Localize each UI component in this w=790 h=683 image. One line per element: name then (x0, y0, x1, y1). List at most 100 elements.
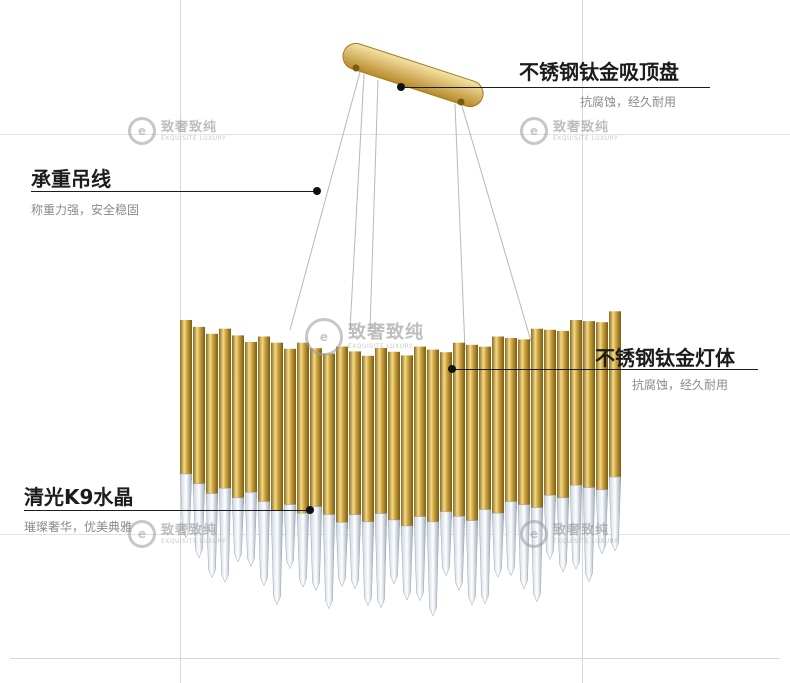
crystal-prism (374, 513, 388, 609)
gold-ribbon (284, 348, 296, 511)
gold-ribbon (245, 342, 257, 499)
crystal-prism (244, 492, 258, 567)
crystal-prism (296, 512, 310, 588)
watermark-en: EXQUISITE LUXURY (348, 343, 414, 350)
crystal-prism (608, 476, 622, 552)
gold-ribbon (492, 336, 504, 520)
wire-marker-dot (313, 187, 321, 195)
watermark-logo-icon: e (128, 520, 156, 548)
crystal-prism (504, 501, 518, 577)
gold-ribbon (401, 355, 413, 532)
gold-ribbon (414, 346, 426, 523)
watermark-cn: 致奢致纯 (161, 119, 218, 135)
gold-ribbon (479, 346, 491, 516)
watermark-en: EXQUISITE LUXURY (161, 134, 227, 142)
watermark-logo-icon: e (520, 520, 548, 548)
crystal-prism (205, 493, 219, 579)
watermark-en: EXQUISITE LUXURY (161, 537, 227, 545)
gold-ribbon (531, 328, 543, 514)
gold-ribbon (271, 342, 283, 517)
crystal-prism (387, 519, 401, 585)
gold-ribbon (518, 339, 530, 511)
watermark-en: EXQUISITE LUXURY (553, 134, 619, 142)
crystal-prism (322, 514, 336, 610)
gold-ribbon (323, 353, 335, 521)
frame-right-line (582, 0, 583, 683)
crystal-prism (582, 487, 596, 583)
crystal-prism (348, 514, 362, 590)
gold-ribbon (232, 335, 244, 504)
watermark-cn: 致奢致纯 (553, 522, 610, 538)
gold-ribbon (206, 333, 218, 500)
gold-ribbon (440, 352, 452, 518)
crystal-prism (426, 521, 440, 617)
crystal-prism (413, 516, 427, 602)
crystal-prism (361, 521, 375, 607)
gold-ribbon (258, 336, 270, 508)
wire-callout-subtitle: 称重力强，安全稳固 (31, 203, 140, 217)
crystal-prism (452, 516, 466, 592)
crystal-prism (335, 522, 349, 588)
crystal-prism (179, 473, 193, 539)
crystal-callout-title: 清光K9水晶 (24, 485, 134, 509)
gold-ribbon (609, 311, 621, 483)
crystal-prism (595, 489, 609, 555)
crystal-prism (491, 512, 505, 578)
gold-ribbon (180, 320, 192, 480)
crystal-leader-line (24, 510, 310, 511)
watermark-logo-icon: e (305, 318, 343, 356)
watermark-logo-icon: e (128, 117, 156, 145)
watermark-en: EXQUISITE LUXURY (553, 537, 619, 545)
gold-ribbon (388, 351, 400, 526)
crystal-group (179, 473, 622, 617)
crystal-prism (257, 501, 271, 587)
body-callout-title: 不锈钢钛金灯体 (595, 346, 735, 370)
crystal-prism (192, 483, 206, 559)
gold-ribbon (349, 351, 361, 521)
watermark-logo-icon: e (520, 117, 548, 145)
crystal-prism (556, 497, 570, 573)
suspension-wires (289, 71, 539, 366)
body-leader-line (452, 369, 758, 370)
crystal-prism (231, 497, 245, 563)
canopy-callout-title: 不锈钢钛金吸顶盘 (519, 60, 679, 84)
gold-ribbon (466, 344, 478, 527)
gold-ribbon (453, 342, 465, 523)
wire-leader-line (31, 191, 317, 192)
crystal-prism (283, 504, 297, 570)
wire-callout-title: 承重吊线 (31, 167, 111, 191)
gold-ribbon (505, 338, 517, 508)
gold-ribbon (193, 326, 205, 490)
crystal-prism (478, 509, 492, 605)
crystal-prism (465, 520, 479, 606)
crystal-prism (270, 510, 284, 606)
crystal-prism (439, 511, 453, 577)
canopy-marker-dot (397, 83, 405, 91)
crystal-prism (309, 506, 323, 592)
gold-ribbon-group (180, 311, 621, 532)
crystal-prism (569, 485, 583, 570)
gold-ribbon (310, 348, 322, 513)
watermark-cn: 致奢致纯 (553, 119, 610, 135)
canopy-callout-subtitle: 抗腐蚀，经久耐用 (580, 95, 677, 109)
gold-ribbon (557, 330, 569, 504)
watermark-cn: 致奢致纯 (161, 522, 218, 538)
body-callout-subtitle: 抗腐蚀，经久耐用 (632, 378, 729, 392)
gold-ribbon (596, 322, 608, 496)
gold-ribbon (219, 328, 231, 495)
body-marker-dot (448, 365, 456, 373)
gold-ribbon (375, 348, 387, 520)
gold-ribbon (336, 346, 348, 529)
canopy-leader-line (402, 87, 710, 88)
ceiling-canopy (342, 42, 484, 108)
gold-ribbon (544, 329, 556, 502)
gold-ribbon (570, 320, 582, 492)
gold-ribbon (583, 321, 595, 494)
gold-ribbon (297, 342, 309, 520)
